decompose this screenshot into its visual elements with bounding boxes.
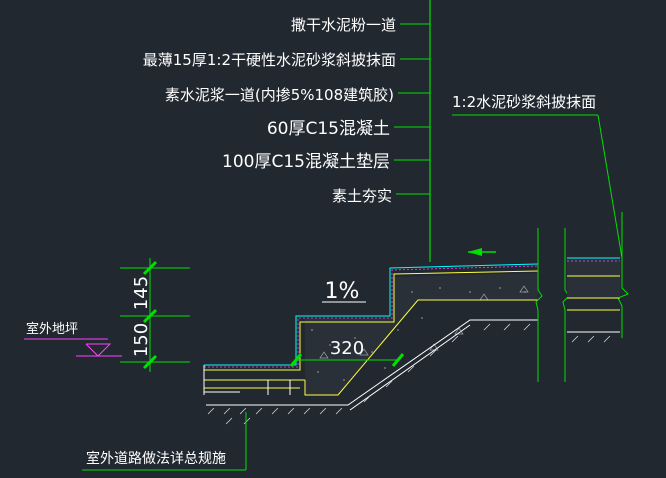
layer-label-1: 撒干水泥粉一道 xyxy=(291,16,396,34)
dim-320: 320 xyxy=(330,338,364,359)
road-note-label: 室外道路做法详总规施 xyxy=(86,450,226,467)
finish-layer-lines xyxy=(203,263,539,396)
dim-145: 145 xyxy=(131,276,152,310)
slope-arrow-icon xyxy=(468,248,496,256)
outdoor-label: 室外地坪 xyxy=(26,321,78,337)
width-dimension: 320 xyxy=(289,338,405,367)
layer-label-3: 素水泥浆一道(内掺5%108建筑胶) xyxy=(165,86,394,104)
road-note: 室外道路做法详总规施 xyxy=(82,412,247,471)
layer-label-5: 100厚C15混凝土垫层 xyxy=(222,152,390,172)
right-note-label: 1:2水泥砂浆斜披抹面 xyxy=(452,93,596,111)
right-slab xyxy=(567,257,620,343)
right-note: 1:2水泥砂浆斜披抹面 xyxy=(452,93,623,259)
outdoor-ground-marker: 室外地坪 xyxy=(24,321,122,357)
earth-base xyxy=(206,319,538,425)
layer-label-4: 60厚C15混凝土 xyxy=(267,119,390,139)
vertical-dimension: 145 150 xyxy=(120,258,190,372)
layer-callouts: 撒干水泥粉一道 最薄15厚1:2干硬性水泥砂浆斜披抹面 素水泥浆一道(内掺5%1… xyxy=(143,16,430,205)
slope-label: 1% xyxy=(322,279,366,304)
layer-label-6: 素土夯实 xyxy=(332,187,392,205)
layer-label-2: 最薄15厚1:2干硬性水泥砂浆斜披抹面 xyxy=(143,51,396,69)
dim-150: 150 xyxy=(131,323,152,357)
slope-text: 1% xyxy=(325,279,360,304)
break-lines xyxy=(535,212,629,382)
